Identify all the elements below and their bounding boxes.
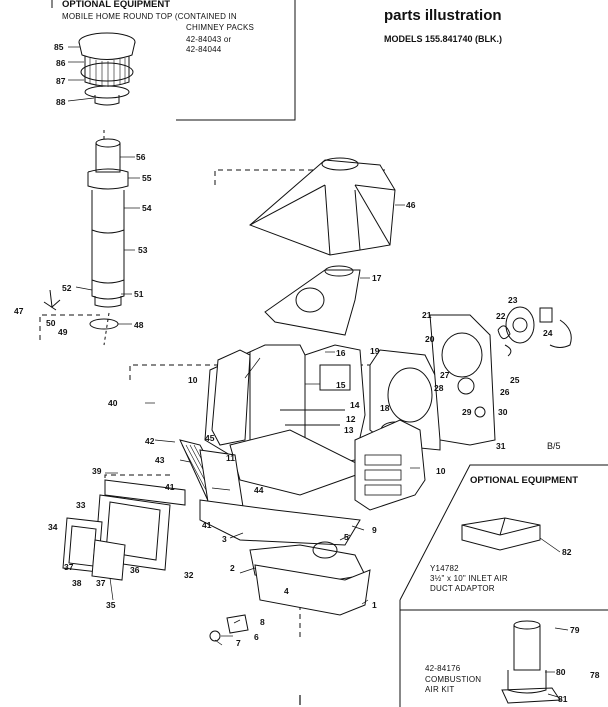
callout-28: 28 <box>434 383 444 393</box>
adaptor-desc2: DUCT ADAPTOR <box>430 584 495 593</box>
callout-88: 88 <box>56 97 66 107</box>
callout-41b: 41 <box>202 520 212 530</box>
callout-14: 14 <box>350 400 360 410</box>
callout-45: 45 <box>205 433 215 443</box>
callout-55: 55 <box>142 173 152 183</box>
callout-32: 32 <box>184 570 194 580</box>
callout-56: 56 <box>136 152 146 162</box>
callout-87: 87 <box>56 76 66 86</box>
callout-20: 20 <box>425 334 435 344</box>
callout-3: 3 <box>222 534 227 544</box>
callout-47: 47 <box>14 306 24 316</box>
optional-box-border <box>176 0 296 121</box>
callout-33: 33 <box>76 500 86 510</box>
optional-top-line3: 42-84043 or <box>186 35 232 44</box>
cap-icon <box>78 32 136 106</box>
kit-no: 42-84176 <box>425 664 461 673</box>
page-ref: B/5 <box>547 441 561 451</box>
callout-53: 53 <box>138 245 148 255</box>
callout-52: 52 <box>62 283 72 293</box>
callout-21: 21 <box>422 310 432 320</box>
callout-2: 2 <box>230 563 235 573</box>
optional-top-heading: OPTIONAL EQUIPMENT <box>62 0 171 10</box>
callout-18: 18 <box>380 403 390 413</box>
callout-10b: 10 <box>436 466 446 476</box>
callout-82: 82 <box>562 547 572 557</box>
callout-35: 35 <box>106 600 116 610</box>
callout-10a: 10 <box>188 375 198 385</box>
callout-24: 24 <box>543 328 553 338</box>
callout-42: 42 <box>145 436 155 446</box>
adaptor-part-no: Y14782 <box>430 564 459 573</box>
callout-30: 30 <box>498 407 508 417</box>
optional-right-border <box>399 464 608 601</box>
callout-50: 50 <box>46 318 56 328</box>
pipe-icon <box>43 130 129 346</box>
hood-icon <box>249 157 396 256</box>
callout-13: 13 <box>344 425 354 435</box>
callout-16: 16 <box>336 348 346 358</box>
callout-41a: 41 <box>165 482 175 492</box>
door-icon <box>354 419 426 511</box>
callout-51: 51 <box>134 289 144 299</box>
optional-top-line2: CHIMNEY PACKS <box>186 23 255 32</box>
callout-22: 22 <box>496 311 506 321</box>
callout-37b: 37 <box>96 578 106 588</box>
callout-49: 49 <box>58 327 68 337</box>
optional-top-line4: 42-84044 <box>186 45 222 54</box>
callout-19: 19 <box>370 346 380 356</box>
callout-23: 23 <box>508 295 518 305</box>
callout-8: 8 <box>260 617 265 627</box>
callout-5: 5 <box>344 532 349 542</box>
callout-48: 48 <box>134 320 144 330</box>
callout-25: 25 <box>510 375 520 385</box>
callout-80: 80 <box>556 667 566 677</box>
optional-top-line1: MOBILE HOME ROUND TOP (CONTAINED IN <box>62 12 237 21</box>
callout-31: 31 <box>496 441 506 451</box>
callout-4: 4 <box>284 586 289 596</box>
optional-right-heading: OPTIONAL EQUIPMENT <box>470 475 579 486</box>
fan-icon <box>497 306 572 357</box>
callout-1: 1 <box>372 600 377 610</box>
callout-46: 46 <box>406 200 416 210</box>
callout-38: 38 <box>72 578 82 588</box>
callout-29: 29 <box>462 407 472 417</box>
models-label: MODELS 155.841740 (BLK.) <box>384 34 503 44</box>
adaptor-icon <box>461 517 541 551</box>
callout-34: 34 <box>48 522 58 532</box>
page-title: parts illustration <box>384 7 502 24</box>
callout-7: 7 <box>236 638 241 648</box>
callout-12: 12 <box>346 414 356 424</box>
callout-44: 44 <box>254 485 264 495</box>
callout-15: 15 <box>336 380 346 390</box>
callout-11: 11 <box>226 453 235 463</box>
kit-line1: COMBUSTION <box>425 675 482 684</box>
callout-6: 6 <box>254 632 259 642</box>
callout-26: 26 <box>500 387 510 397</box>
kit-pipe-icon <box>501 620 561 704</box>
callout-43: 43 <box>155 455 165 465</box>
callout-27: 27 <box>440 370 450 380</box>
callout-40: 40 <box>108 398 118 408</box>
callout-79: 79 <box>570 625 580 635</box>
callout-36: 36 <box>130 565 140 575</box>
callout-78: 78 <box>590 670 600 680</box>
kit-line2: AIR KIT <box>425 685 455 694</box>
callout-81: 81 <box>558 694 568 704</box>
callout-39: 39 <box>92 466 102 476</box>
callout-37a: 37 <box>64 562 74 572</box>
callout-54: 54 <box>142 203 152 213</box>
callout-9: 9 <box>372 525 377 535</box>
callout-85: 85 <box>54 42 64 52</box>
callout-17: 17 <box>372 273 382 283</box>
callout-86: 86 <box>56 58 66 68</box>
adaptor-desc1: 3½" x 10" INLET AIR <box>430 574 508 583</box>
